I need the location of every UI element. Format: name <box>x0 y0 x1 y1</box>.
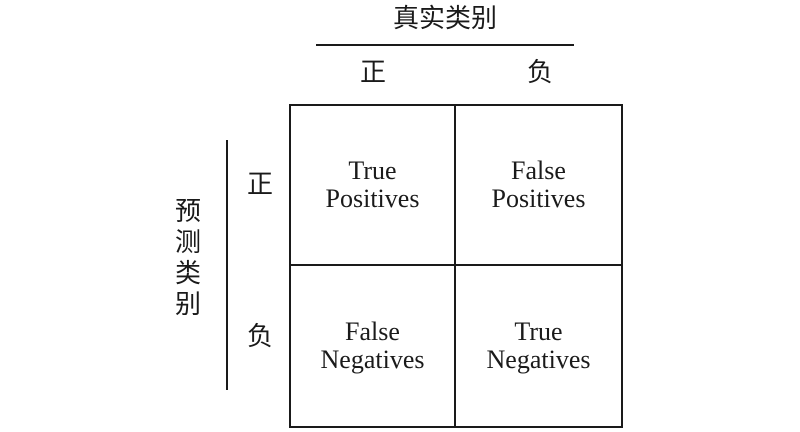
column-label-negative: 负 <box>526 58 553 87</box>
confusion-matrix-grid: True Positives False Positives False Neg… <box>289 104 623 428</box>
column-label-positive: 正 <box>359 58 386 87</box>
predicted-title-char: 别 <box>174 290 201 319</box>
cell-line: Positives <box>491 184 586 213</box>
actual-class-title: 真实类别 <box>392 4 497 33</box>
cell-true-negatives: True Negatives <box>456 266 621 426</box>
cell-line: Positives <box>325 184 420 213</box>
cell-line: True <box>514 317 563 346</box>
cell-false-positives: False Positives <box>456 106 621 266</box>
predicted-title-char: 预 <box>174 197 201 226</box>
cell-line: False <box>345 317 400 346</box>
row-label-negative: 负 <box>246 322 273 351</box>
predicted-class-divider <box>226 140 228 390</box>
cell-line: False <box>511 156 566 185</box>
cell-line: True <box>348 156 397 185</box>
predicted-title-char: 类 <box>174 259 201 288</box>
cell-line: Negatives <box>320 345 425 374</box>
row-label-positive: 正 <box>246 170 273 199</box>
actual-class-divider <box>316 44 574 46</box>
predicted-title-char: 测 <box>174 228 201 257</box>
predicted-class-title: 预 测 类 别 <box>168 196 208 320</box>
cell-line: Negatives <box>486 345 591 374</box>
cell-false-negatives: False Negatives <box>291 266 456 426</box>
cell-true-positives: True Positives <box>291 106 456 266</box>
